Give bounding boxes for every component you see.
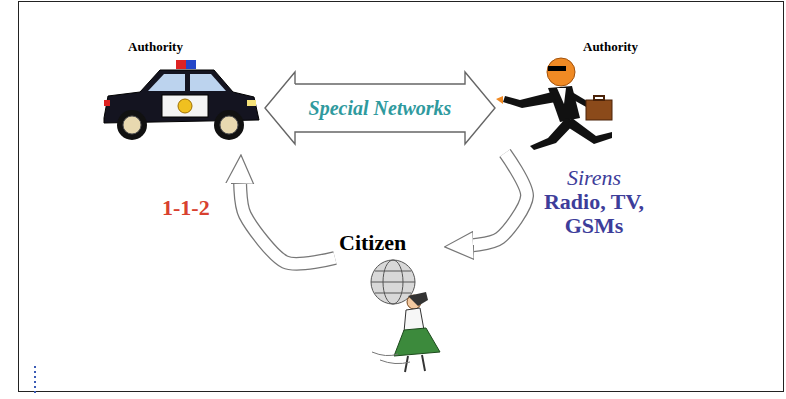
authority-person: Authority [495,35,655,153]
node-label: Citizen [339,230,406,256]
emergency-number: 1-1-2 [160,196,212,220]
citizen-node: Citizen [335,228,445,373]
node-label: Authority [583,39,638,55]
authority-vehicle: Authority [100,35,265,155]
arrow-body [464,153,527,246]
arrow-body [240,174,335,264]
network-label: Special Networks [307,97,454,119]
alert-channels: Sirens Radio, TV, GSMs [538,166,650,239]
dotted-marker [34,366,36,396]
frame-border [19,2,784,392]
flow-arrow [240,174,335,264]
network-arrow [265,72,495,144]
flow-arrow [464,153,527,246]
block-arrow [265,72,495,144]
arrow-outline [464,153,527,246]
running-official [496,58,612,150]
citizen-figure [371,260,440,372]
police-car [104,60,259,140]
node-label: Authority [128,39,183,55]
arrow-outline [240,174,335,264]
